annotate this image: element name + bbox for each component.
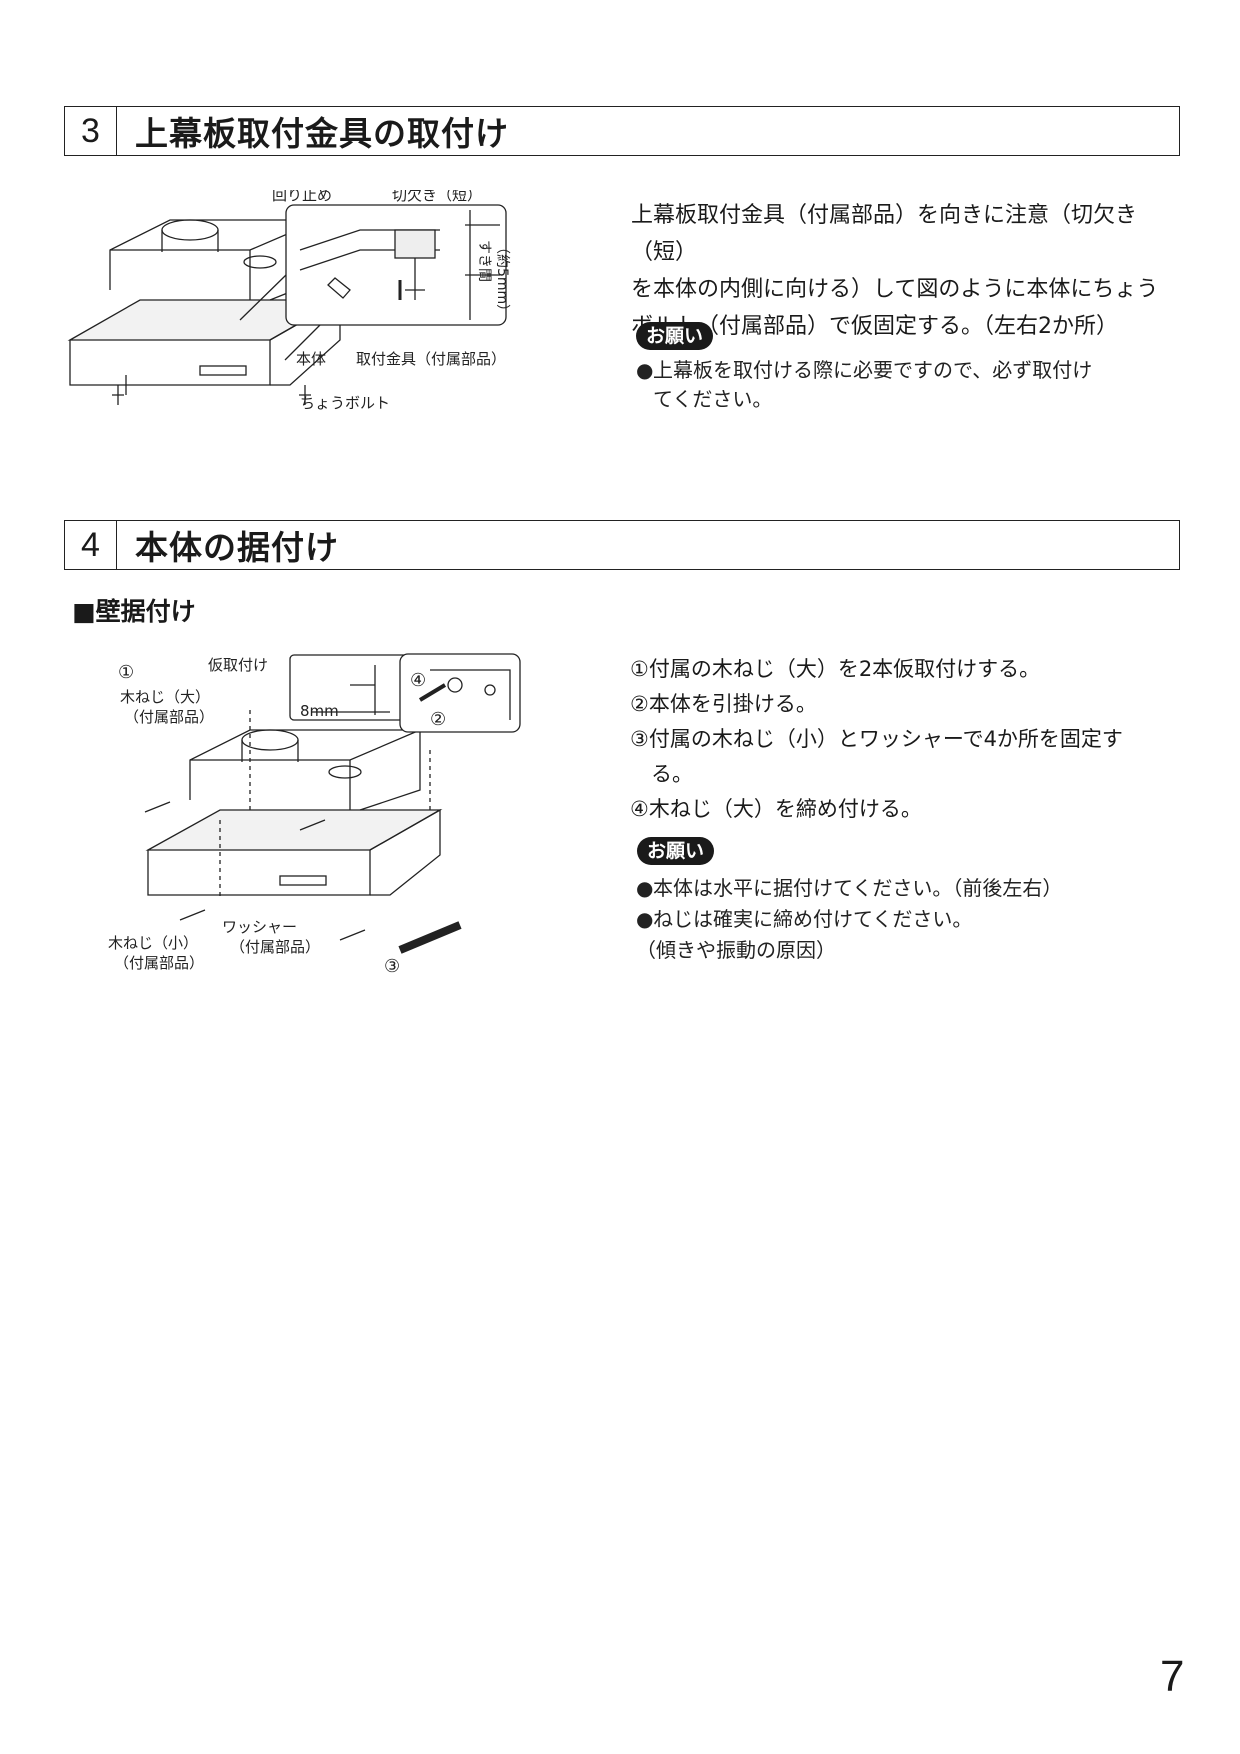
label-accessory-c: （付属部品） [230, 938, 320, 956]
request-badge: お願い [637, 837, 715, 865]
note-item: ● ねじは確実に締め付けてください。 [636, 904, 1196, 935]
step-3-cont: る。 [630, 762, 693, 786]
label-accessory-a: （付属部品） [124, 708, 214, 726]
label-circle-4: ④ [410, 670, 426, 691]
step-4: ④木ねじ（大）を締め付ける。 [630, 797, 922, 821]
label-circle-3: ③ [384, 956, 400, 977]
label-notch: 切欠き（短） [392, 190, 482, 204]
bullet: ● [636, 876, 654, 900]
section-3-notes: ● 上幕板を取付ける際に必要ですので、必ず取付け てください。 [636, 356, 1196, 414]
wall-mount-diagram: ① 仮取付け 8mm ④ ② 木ねじ（大） （付属部品） ワッシャー （付属部品… [108, 653, 521, 977]
label-circle-2: ② [430, 709, 446, 730]
note-item: ● 上幕板を取付ける際に必要ですので、必ず取付け てください。 [636, 358, 1093, 411]
label-body: 本体 [296, 350, 326, 368]
label-gap-value: （約5mm） [494, 240, 510, 318]
label-gap: すき間 [476, 240, 492, 282]
section-4-notes: ● 本体は水平に据付けてください。（前後左右） ● ねじは確実に締め付けてくださ… [636, 873, 1196, 966]
label-dim: 8mm [300, 702, 339, 720]
wall-mount-subheading: ■壁据付け [72, 597, 196, 626]
bullet: ● [636, 358, 654, 382]
note-item: ● 本体は水平に据付けてください。（前後左右） [636, 873, 1196, 904]
step-2: ②本体を引掛ける。 [630, 692, 817, 716]
label-washer: ワッシャー [222, 918, 297, 936]
section-number: 3 [65, 107, 117, 155]
bullet: ● [636, 907, 654, 931]
section-title: 上幕板取付金具の取付け [135, 114, 509, 153]
label-stopper: 回り止め [272, 190, 332, 204]
request-badge: お願い [636, 322, 714, 350]
label-accessory-b: （付属部品） [114, 954, 204, 972]
note-tail: （傾きや振動の原因） [636, 938, 836, 962]
section-4-steps: ①付属の木ねじ（大）を2本仮取付けする。 ②本体を引掛ける。 ③付属の木ねじ（小… [630, 652, 1190, 827]
label-circle-1: ① [118, 662, 134, 683]
label-bracket: 取付金具（付属部品） [356, 350, 506, 368]
page-number: 7 [1160, 1652, 1185, 1701]
label-bolt: ちょうボルト [300, 394, 390, 412]
step-1: ①付属の木ねじ（大）を2本仮取付けする。 [630, 657, 1041, 681]
section-3-header: 3 上幕板取付金具の取付け [64, 106, 1180, 156]
label-screw-large: 木ねじ（大） [120, 688, 210, 706]
label-screw-small: 木ねじ（小） [108, 934, 198, 952]
section-number: 4 [65, 521, 117, 569]
bracket-install-diagram: 回り止め 切欠き（短） すき間 （約5mm） 本体 取付金具（付属部品） ちょう… [67, 190, 510, 412]
section-title: 本体の据付け [135, 528, 339, 567]
label-temp: 仮取付け [208, 656, 268, 674]
section-4-header: 4 本体の据付け [64, 520, 1180, 570]
step-3: ③付属の木ねじ（小）とワッシャーで4か所を固定す [630, 727, 1123, 751]
section-3-paragraph: 上幕板取付金具（付属部品）を向きに注意（切欠き（短） を本体の内側に向ける）して… [631, 203, 1159, 339]
